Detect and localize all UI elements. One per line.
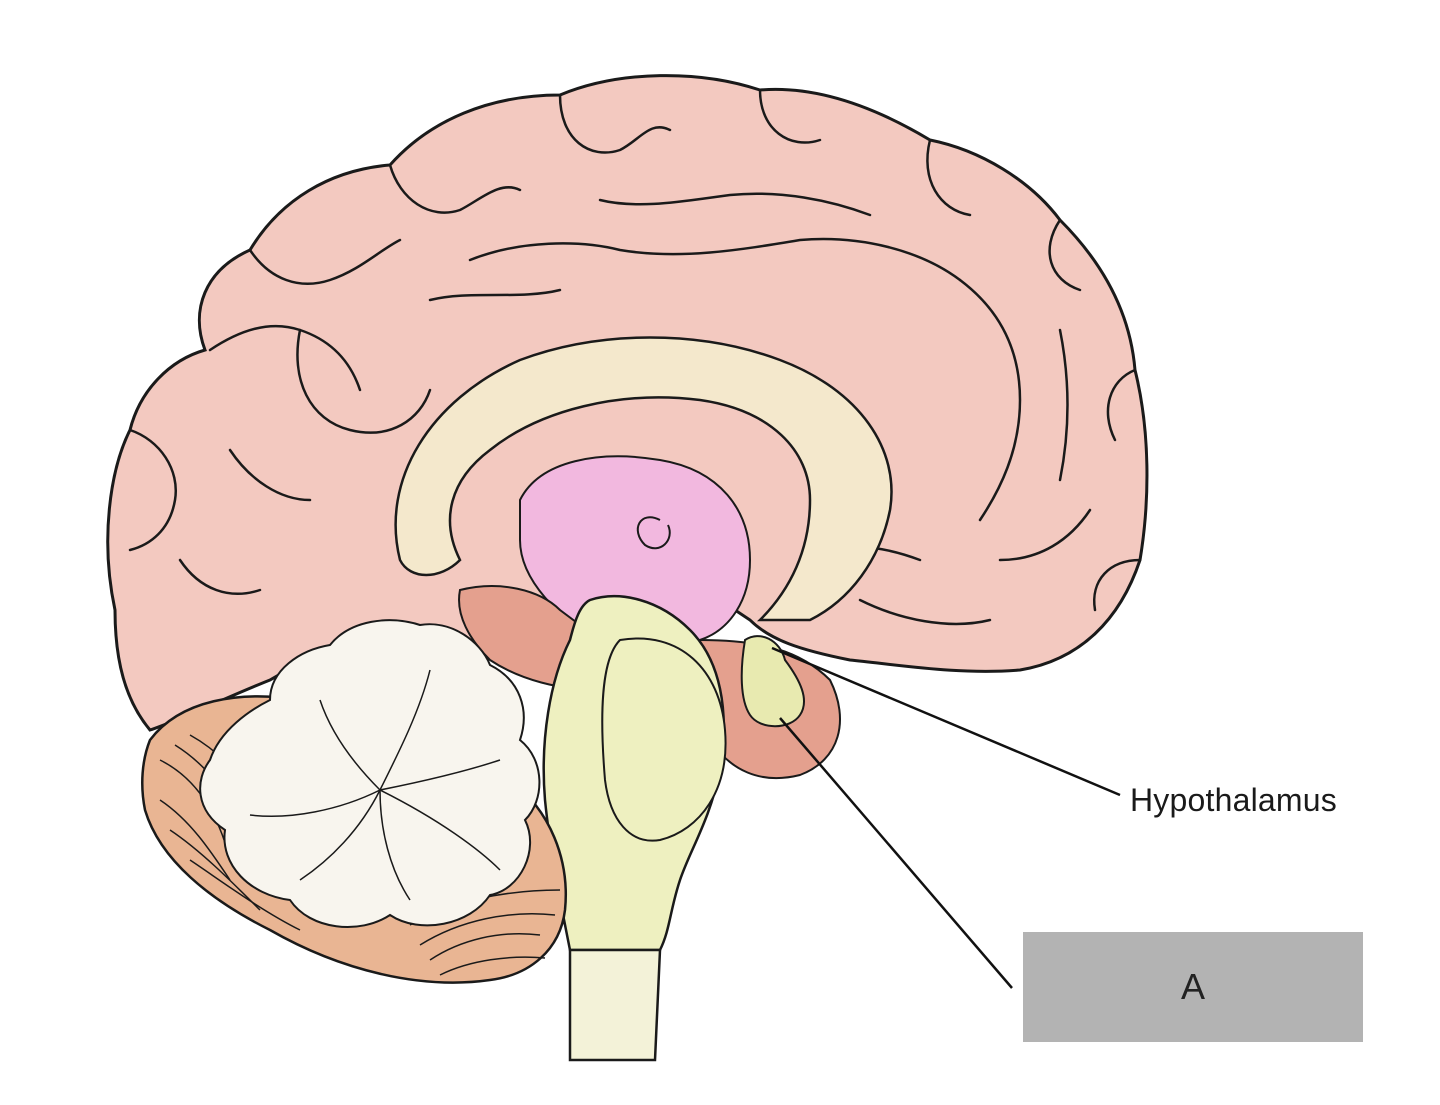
thalamus-swirl [636, 516, 671, 550]
pons [601, 637, 727, 842]
answer-leader-line [779, 717, 1013, 989]
hypothalamus-label: Hypothalamus [1130, 782, 1337, 818]
corpus-callosum [394, 336, 893, 622]
hypothalamus-leader-line [771, 646, 1121, 797]
answer-box-letter: A [1180, 966, 1205, 1007]
arbor-vitae-branches [249, 669, 501, 901]
arbor-vitae [199, 619, 541, 928]
spinal-cord [568, 948, 662, 1062]
answer-box-a[interactable]: A [1023, 932, 1363, 1042]
pituitary-gland [740, 635, 805, 728]
